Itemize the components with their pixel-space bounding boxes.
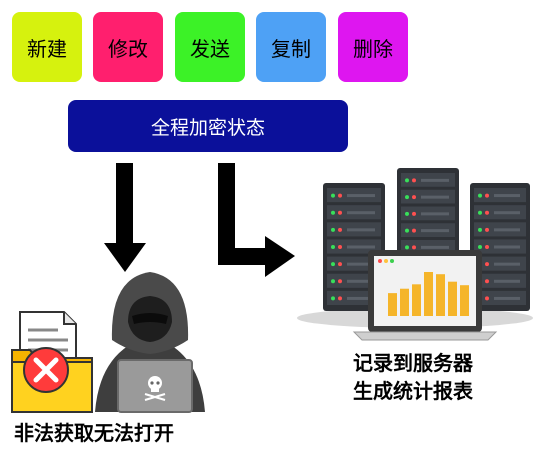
right-caption-line-2: 生成统计报表 xyxy=(353,379,473,403)
edit-button[interactable]: 修改 xyxy=(93,12,163,82)
right-caption-line-1: 记录到服务器 xyxy=(353,351,473,375)
report-bar xyxy=(436,274,445,316)
report-bar xyxy=(424,272,433,316)
arrow-down xyxy=(104,163,146,272)
delete-button[interactable]: 删除 xyxy=(338,12,408,82)
new-button[interactable]: 新建 xyxy=(12,12,82,82)
send-button[interactable]: 发送 xyxy=(175,12,245,82)
encryption-banner: 全程加密状态 xyxy=(68,100,348,152)
arrow-right xyxy=(218,163,295,277)
left-caption: 非法获取无法打开 xyxy=(14,421,174,445)
report-bar xyxy=(460,285,469,316)
hacker-icon xyxy=(95,272,205,413)
copy-button[interactable]: 复制 xyxy=(256,12,326,82)
error-x-icon xyxy=(23,347,69,393)
report-bar xyxy=(448,281,457,316)
laptop-report-icon xyxy=(352,250,498,341)
report-bar xyxy=(412,284,421,316)
report-bar xyxy=(400,288,409,316)
report-bar xyxy=(388,293,397,316)
